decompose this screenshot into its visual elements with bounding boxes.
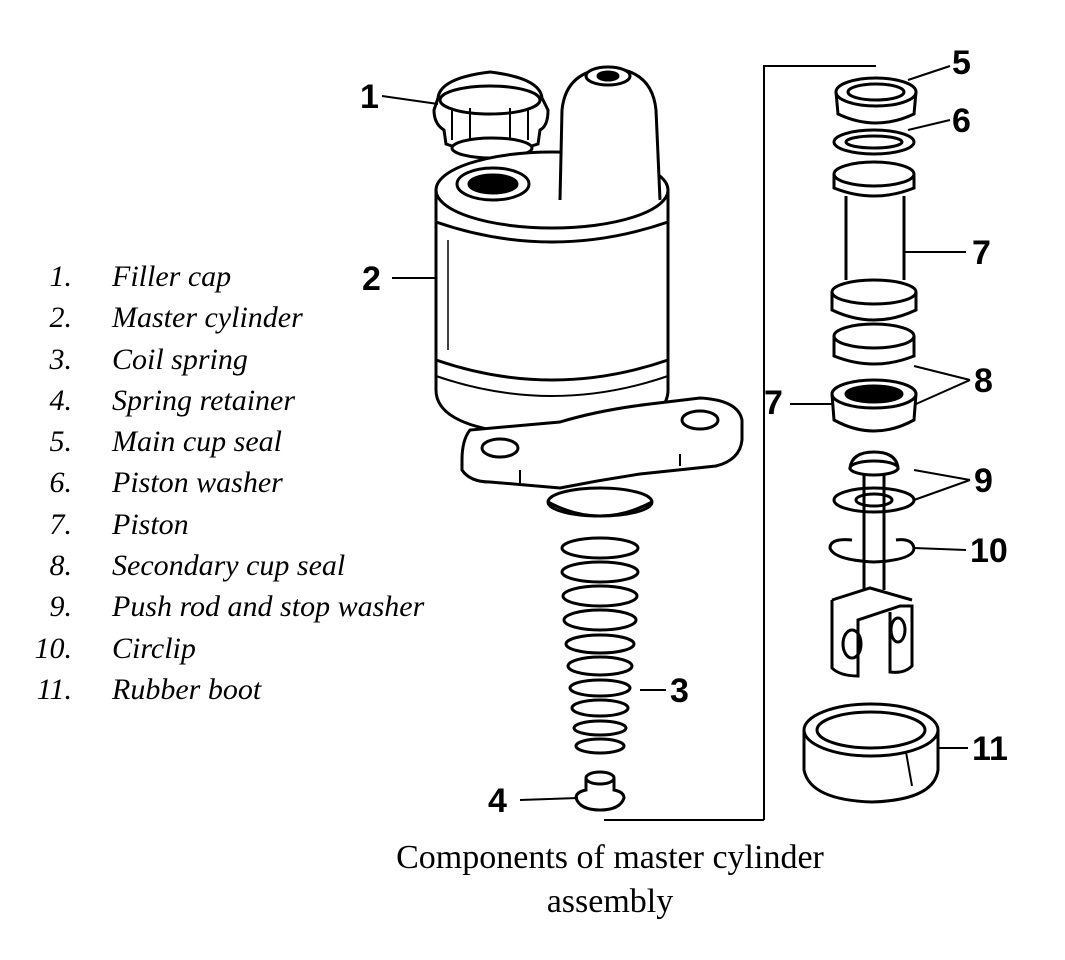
callout-6: 6 bbox=[952, 102, 971, 140]
figure-caption: Components of master cylinder assembly bbox=[300, 836, 920, 924]
legend-number: 7. bbox=[49, 507, 73, 541]
main-cup-seal bbox=[834, 76, 918, 125]
mounting-flange bbox=[460, 396, 744, 518]
parts-legend: 1. Filler cap 2. Master cylinder 3. Coil sp… bbox=[14, 256, 534, 710]
legend-number: 3. bbox=[49, 342, 73, 376]
legend-number: 4. bbox=[49, 383, 73, 417]
callout-9: 9 bbox=[974, 462, 993, 500]
secondary-cup-seal bbox=[830, 378, 918, 433]
legend-label: Coil spring bbox=[112, 342, 248, 376]
legend-item: 6. Piston washer bbox=[14, 462, 534, 503]
callout-1: 1 bbox=[360, 78, 379, 116]
filler-cap bbox=[432, 70, 550, 160]
piston bbox=[830, 160, 918, 366]
callout-4: 4 bbox=[488, 782, 507, 820]
legend-item: 11. Rubber boot bbox=[14, 669, 534, 710]
callout-10: 10 bbox=[970, 532, 1008, 570]
legend-item: 8. Secondary cup seal bbox=[14, 545, 534, 586]
callout-11: 11 bbox=[972, 730, 1008, 768]
legend-label: Push rod and stop washer bbox=[112, 590, 425, 624]
legend-label: Circlip bbox=[112, 631, 196, 665]
leader-lines bbox=[381, 65, 971, 801]
push-rod-and-stop-washer bbox=[830, 450, 916, 678]
callout-8: 8 bbox=[974, 362, 993, 400]
legend-label: Piston washer bbox=[112, 466, 283, 500]
coil-spring bbox=[560, 536, 640, 755]
caption-line-2: assembly bbox=[546, 883, 674, 920]
assembly-bracket bbox=[763, 65, 876, 820]
legend-number: 5. bbox=[49, 425, 73, 459]
master-cylinder-body bbox=[434, 65, 670, 438]
legend-item: 5. Main cup seal bbox=[14, 421, 534, 462]
legend-label: Spring retainer bbox=[112, 383, 296, 417]
rubber-boot bbox=[802, 702, 940, 804]
legend-item: 3. Coil spring bbox=[14, 339, 534, 380]
piston-washer bbox=[832, 128, 916, 156]
legend-label: Piston bbox=[112, 507, 189, 541]
legend-number: 10. bbox=[34, 631, 73, 665]
legend-label: Secondary cup seal bbox=[112, 549, 346, 583]
callout-7-lower: 7 bbox=[764, 384, 783, 422]
legend-number: 1. bbox=[49, 260, 73, 293]
spring-retainer bbox=[574, 770, 626, 812]
legend-label: Master cylinder bbox=[112, 301, 303, 335]
legend-number: 6. bbox=[49, 466, 73, 500]
legend-item: 4. Spring retainer bbox=[14, 380, 534, 421]
legend-label: Rubber boot bbox=[112, 672, 262, 706]
callout-2: 2 bbox=[362, 260, 381, 298]
legend-number: 8. bbox=[49, 549, 73, 583]
legend-number: 2. bbox=[49, 301, 73, 335]
legend-number: 11. bbox=[36, 672, 72, 706]
caption-line-1: Components of master cylinder bbox=[396, 839, 824, 876]
legend-item: 10. Circlip bbox=[14, 628, 534, 669]
legend-item: 1. Filler cap bbox=[14, 256, 534, 297]
callout-7-piston: 7 bbox=[972, 234, 991, 272]
circlip bbox=[828, 538, 916, 564]
legend-number: 9. bbox=[49, 590, 73, 624]
legend-item: 9. Push rod and stop washer bbox=[14, 586, 534, 627]
legend-label: Main cup seal bbox=[112, 425, 282, 459]
legend-item: 2. Master cylinder bbox=[14, 297, 534, 338]
callout-3: 3 bbox=[670, 672, 689, 710]
legend-label: Filler cap bbox=[112, 260, 232, 293]
callout-5: 5 bbox=[952, 44, 971, 82]
legend-item: 7. Piston bbox=[14, 504, 534, 545]
